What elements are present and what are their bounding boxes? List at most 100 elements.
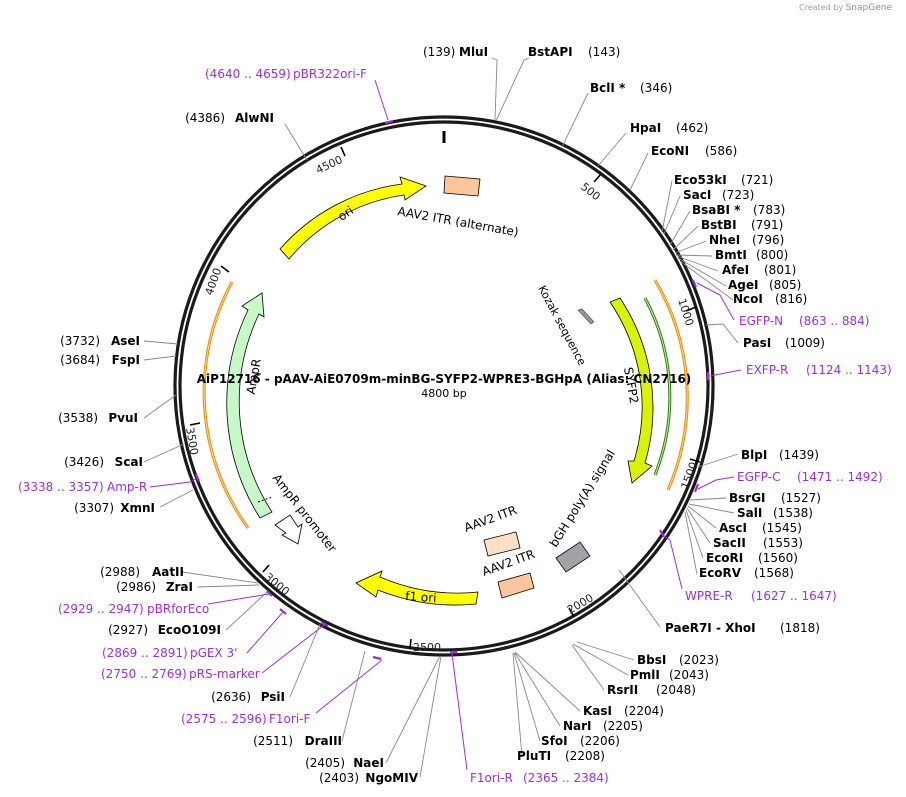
- tick-3500: [189, 422, 201, 426]
- leader-econi: [629, 152, 649, 191]
- enzyme-name-sfoi[interactable]: SfoI: [541, 734, 568, 748]
- primer-range-egfpc: (1471 .. 1492): [797, 470, 883, 484]
- feature-syfp2-inner-orf-hl: [644, 297, 671, 476]
- enzyme-name-asci[interactable]: AscI: [719, 521, 747, 535]
- enzyme-name-aatii[interactable]: AatII: [152, 565, 184, 579]
- enzyme-name-ncoi[interactable]: NcoI: [733, 292, 763, 306]
- enzyme-name-nhei[interactable]: NheI: [709, 233, 740, 247]
- primer-name-f1orir[interactable]: F1ori-R: [470, 771, 513, 785]
- feature-bgh-polya[interactable]: [555, 541, 591, 573]
- enzyme-name-paer7i-xhoi[interactable]: PaeR7I - XhoI: [665, 621, 756, 635]
- enzyme-name-kasi[interactable]: KasI: [583, 704, 612, 718]
- feature-ampr[interactable]: [226, 292, 273, 519]
- enzyme-name-xmni[interactable]: XmnI: [120, 501, 155, 515]
- feature-kozak[interactable]: [577, 308, 595, 325]
- leader-ncoi: [679, 260, 734, 301]
- primer-name-pbr322orif[interactable]: pBR322ori-F: [293, 67, 367, 81]
- enzyme-name-mlui[interactable]: MluI: [459, 45, 488, 59]
- enzyme-pos-pmli: (2043): [669, 668, 709, 682]
- enzyme-name-rsrii[interactable]: RsrII: [607, 683, 638, 697]
- primer-name-egfpn[interactable]: EGFP-N: [739, 314, 783, 328]
- enzyme-name-zrai[interactable]: ZraI: [166, 580, 193, 594]
- enzyme-name-naei[interactable]: NaeI: [353, 756, 384, 770]
- enzyme-pos-nari: (2205): [603, 719, 643, 733]
- enzyme-name-ecoo109i[interactable]: EcoO109I: [158, 623, 221, 637]
- enzyme-name-saci[interactable]: SacI: [683, 188, 711, 202]
- tick-label-2500: 2500: [413, 641, 441, 654]
- feature-ampr-promoter[interactable]: [274, 514, 303, 545]
- enzyme-name-ecori[interactable]: EcoRI: [706, 551, 743, 565]
- feature-syfp2[interactable]: [609, 297, 654, 484]
- enzyme-pos-naei: (2405): [305, 756, 345, 770]
- enzyme-name-bbsi[interactable]: BbsI: [637, 653, 666, 667]
- primer-mark-prsmarker: [320, 621, 329, 627]
- enzyme-name-sali[interactable]: SalI: [737, 506, 762, 520]
- leader-zrai: [197, 584, 260, 588]
- primer-name-egfpc[interactable]: EGFP-C: [737, 470, 780, 484]
- enzyme-pos-agei: (805): [769, 278, 801, 292]
- tick-3000: [262, 564, 270, 573]
- enzyme-name-pluti[interactable]: PluTI: [517, 749, 551, 763]
- enzyme-name-afei[interactable]: AfeI: [722, 263, 749, 277]
- enzyme-name-pasi[interactable]: PasI: [743, 336, 771, 350]
- primer-name-pgex3[interactable]: pGEX 3': [190, 646, 237, 660]
- tick-4500: [340, 146, 346, 157]
- primer-name-exfpr[interactable]: EXFP-R: [746, 363, 788, 377]
- primer-name-ampr[interactable]: Amp-R: [107, 480, 147, 494]
- primer-range-egfpn: (863 .. 884): [799, 314, 869, 328]
- enzyme-pos-bsabi: (783): [753, 203, 785, 217]
- position-ticks: [189, 146, 701, 650]
- feature-aav2-itr-1[interactable]: [483, 531, 521, 557]
- enzyme-name-draiii[interactable]: DraIII: [305, 734, 342, 748]
- leader-mlui: [491, 57, 498, 121]
- enzyme-name-blpi[interactable]: BlpI: [741, 448, 767, 462]
- enzyme-name-hpai[interactable]: HpaI: [630, 121, 661, 135]
- enzyme-name-bmti[interactable]: BmtI: [715, 248, 747, 262]
- enzyme-name-sacii[interactable]: SacII: [713, 536, 746, 550]
- enzyme-name-bsabi[interactable]: BsaBI *: [692, 203, 741, 217]
- enzyme-name-fspi[interactable]: FspI: [112, 353, 140, 367]
- enzyme-name-ngomiv[interactable]: NgoMIV: [365, 771, 418, 785]
- enzyme-pos-hpai: (462): [676, 121, 708, 135]
- leader-ecori: [685, 509, 704, 559]
- enzyme-name-nari[interactable]: NarI: [563, 719, 592, 733]
- primer-leader-wprer: [662, 534, 683, 590]
- leader-bsabi: [669, 210, 691, 246]
- enzyme-name-bsrgi[interactable]: BsrGI: [729, 491, 766, 505]
- enzyme-group-top: (139) MluI BstAPI (143): [423, 45, 620, 59]
- primer-range-pbrforeco: (2929 .. 2947): [58, 602, 144, 616]
- enzyme-name-bstbi[interactable]: BstBI: [701, 218, 737, 232]
- feature-f1-ori[interactable]: [355, 570, 479, 606]
- primer-leader-f1orir: [451, 653, 468, 771]
- enzyme-pos-bmti: (800): [756, 248, 788, 262]
- enzyme-name-pmli[interactable]: PmlI: [630, 668, 660, 682]
- enzyme-name-eco53ki[interactable]: Eco53kI: [674, 173, 727, 187]
- enzyme-pos-ecorv: (1568): [754, 566, 794, 580]
- enzyme-name-pvui[interactable]: PvuI: [108, 411, 138, 425]
- enzyme-name-scai[interactable]: ScaI: [115, 455, 143, 469]
- primer-mark-egfpn: [691, 279, 698, 288]
- enzyme-name-econi[interactable]: EcoNI: [651, 144, 689, 158]
- primer-name-wprer[interactable]: WPRE-R: [685, 589, 733, 603]
- feature-label-syfp2: SYFP2: [621, 366, 641, 405]
- feature-aav2-itr-2[interactable]: [497, 572, 535, 599]
- primer-name-prsmarker[interactable]: pRS-marker: [189, 667, 260, 681]
- enzyme-name-ecorv[interactable]: EcoRV: [699, 566, 742, 580]
- enzyme-name-alwni[interactable]: AlwNI: [235, 111, 274, 125]
- enzyme-name-bstapi[interactable]: BstAPI: [528, 45, 573, 59]
- leader-bsrgi: [689, 497, 727, 501]
- feature-aav2-itr-alternate[interactable]: [443, 175, 481, 197]
- feature-ori[interactable]: [279, 176, 427, 260]
- enzyme-name-bcli[interactable]: BclI *: [590, 81, 626, 95]
- primer-name-pbrforeco[interactable]: pBRforEco: [147, 602, 209, 616]
- enzyme-name-agei[interactable]: AgeI: [728, 278, 758, 292]
- leader-ecoo109i: [225, 591, 268, 631]
- enzyme-name-psii[interactable]: PsiI: [261, 690, 285, 704]
- primer-name-f1orif[interactable]: F1ori-F: [269, 712, 310, 726]
- leader-pluti: [512, 652, 523, 757]
- enzyme-name-asei[interactable]: AseI: [111, 334, 140, 348]
- primer-leader-pbr322orif: [374, 79, 389, 121]
- primer-mark-pgex3: [279, 608, 287, 615]
- leader-ngomiv: [419, 655, 442, 778]
